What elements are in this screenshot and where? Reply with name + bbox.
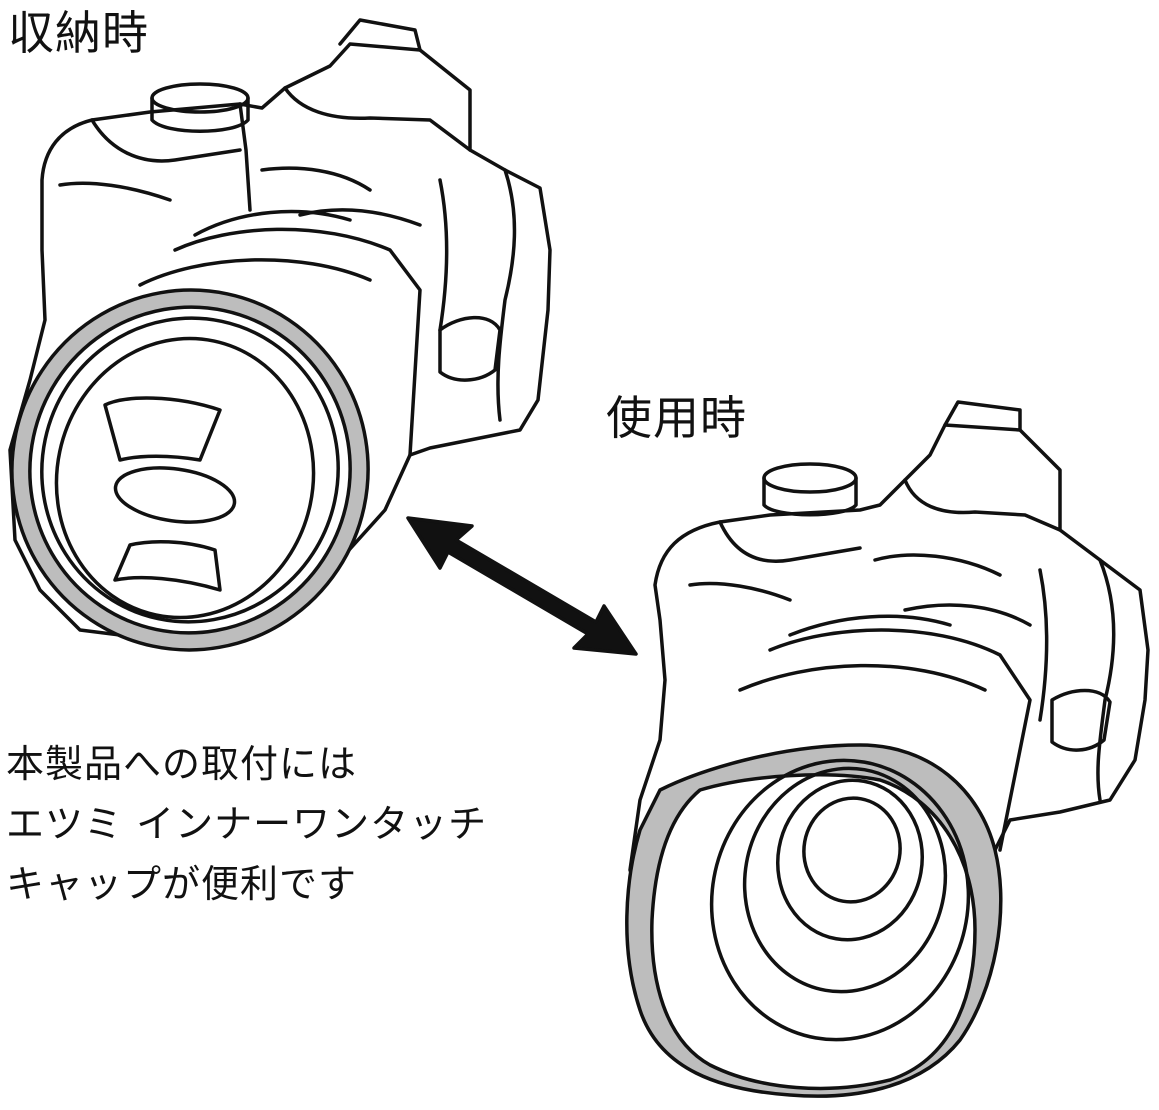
attachment-note: 本製品への取付には エツミ インナーワンタッチ キャップが便利です <box>6 734 487 914</box>
camera-with-extended-hood-icon <box>625 400 1150 1098</box>
note-line: 本製品への取付には <box>6 742 358 786</box>
note-line: エツミ インナーワンタッチ <box>6 802 488 846</box>
double-headed-arrow-icon <box>406 516 638 656</box>
note-line: キャップが便利です <box>6 862 358 906</box>
camera-with-folded-hood-icon <box>8 18 552 652</box>
in-use-label: 使用時 <box>606 391 747 445</box>
stored-label: 収納時 <box>8 6 149 60</box>
